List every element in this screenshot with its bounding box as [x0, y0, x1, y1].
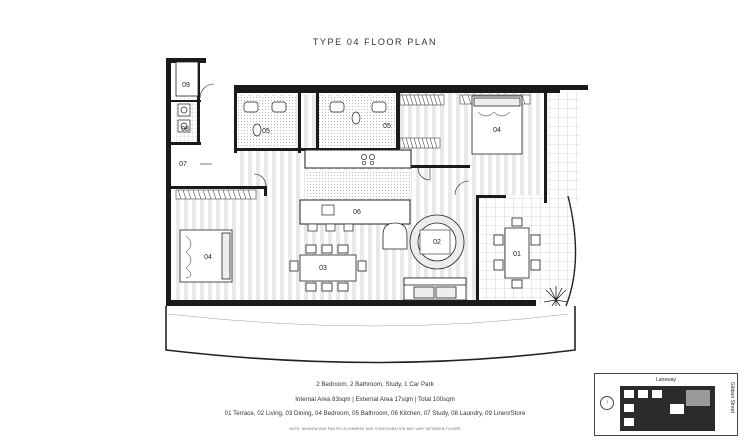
door-swing-icon — [199, 83, 470, 196]
room-label-bath-left: 05 — [262, 128, 270, 135]
balcony-strip-floor — [548, 92, 580, 202]
areas-caption: Internal Area 83sqm | External Area 17sq… — [295, 396, 455, 403]
summary-caption: 2 Bedroom, 2 Bathroom, Study, 1 Car Park — [316, 381, 434, 388]
kitchen-sink — [321, 204, 335, 216]
balcony-curve — [165, 306, 576, 364]
cooktop — [361, 154, 375, 166]
wardrobe-right — [399, 94, 445, 149]
kitchen-floor — [305, 170, 411, 198]
room-label-study: 07 — [179, 161, 187, 168]
keyplan-street-label: Gibbon Street — [729, 382, 735, 413]
north-arrow-icon: ↑ — [600, 396, 614, 410]
room-label-laundry: 08 — [181, 126, 189, 133]
room-label-kitchen: 06 — [353, 209, 361, 216]
laundry-fixtures — [177, 103, 191, 133]
laundry-floor — [176, 96, 198, 142]
kitchen-bench — [304, 149, 412, 169]
terrace-table — [493, 217, 541, 289]
room-label-living: 02 — [433, 239, 441, 246]
kitchen-island — [299, 199, 411, 225]
bath-fixtures — [243, 101, 387, 137]
bed-right — [471, 95, 523, 155]
island-stools — [307, 223, 354, 232]
linen-store — [175, 61, 199, 97]
wardrobe-left — [175, 189, 257, 200]
page-title: TYPE 04 FLOOR PLAN — [312, 37, 438, 47]
room-label-linen: 09 — [182, 82, 190, 89]
dining-table — [289, 244, 367, 292]
bed-left — [179, 229, 233, 283]
key-plan: Laneway Gibbon Street ↑ — [594, 373, 738, 436]
room-label-dining: 03 — [319, 265, 327, 272]
legend-caption: 01 Terrace, 02 Living, 03 Dining, 04 Bed… — [224, 410, 526, 417]
room-label-bedroom-right: 04 — [493, 127, 501, 134]
keyplan-building — [620, 386, 715, 431]
arm-chair — [382, 222, 408, 250]
coffee-table — [419, 229, 451, 255]
room-label-terrace: 01 — [513, 251, 521, 258]
sofa — [403, 277, 467, 301]
note-caption: NOTE: WINDOW AND PANTRY ALIGNMENT AND CO… — [289, 427, 461, 431]
keyplan-unit-highlight — [686, 390, 710, 406]
room-label-bedroom-left: 04 — [204, 254, 212, 261]
keyplan-lane-label: Laneway — [655, 377, 676, 383]
room-label-bath-right: 05 — [383, 123, 391, 130]
